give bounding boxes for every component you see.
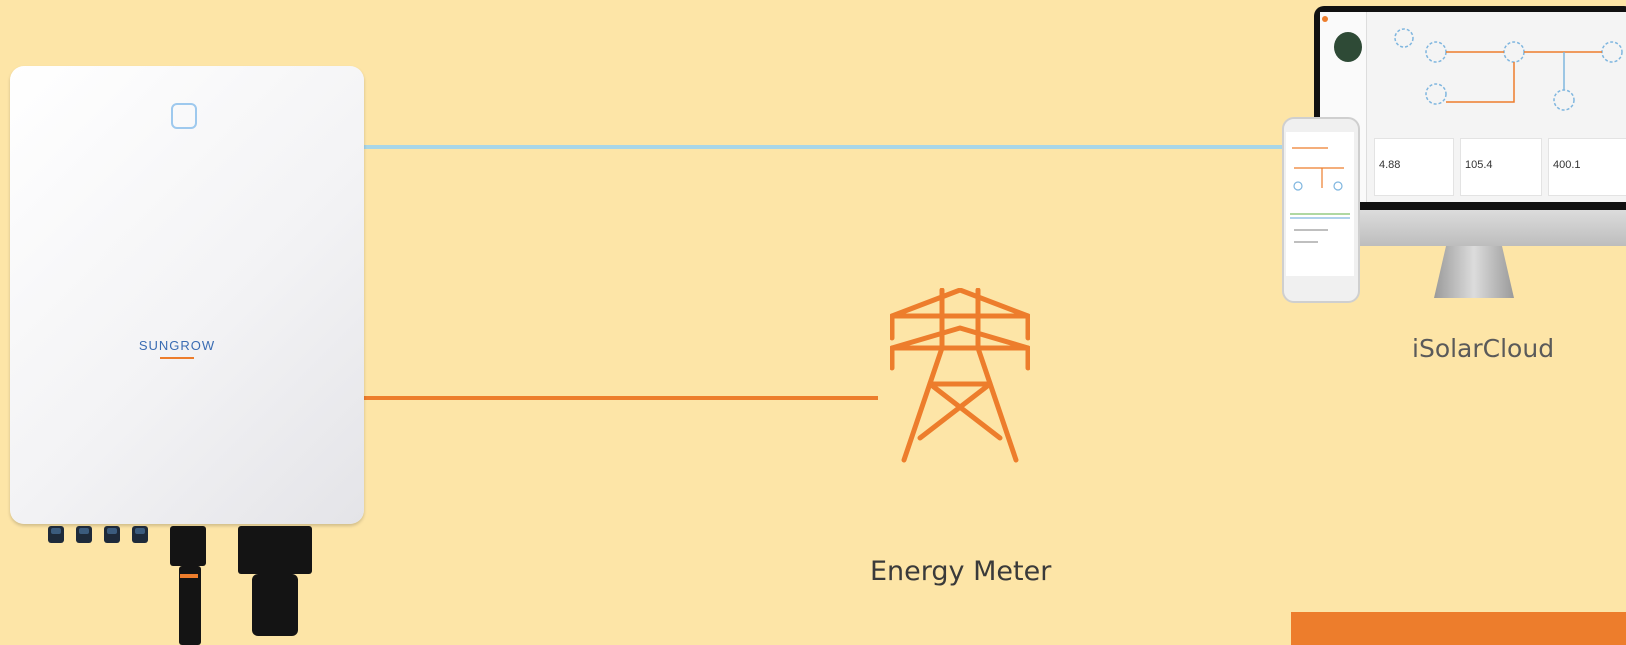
phone-app-content [1290,147,1350,243]
communication-line [360,145,1290,149]
corner-accent-bar [1291,612,1626,645]
ac-connector-icon [238,526,312,574]
cable-gland-icon [48,526,64,543]
plant-avatar-icon [1334,32,1362,62]
cable-gland-icon [76,526,92,543]
kpi-card: 400.1 [1548,138,1626,196]
phone-screen [1286,132,1354,276]
brand-underline [160,357,194,359]
monitor-chin [1314,210,1626,246]
kpi-value: 105.4 [1465,159,1493,171]
dongle-connector-icon [170,526,206,566]
inverter-body [10,66,364,524]
energy-flow-diagram [1394,28,1623,111]
logo-icon [1322,16,1328,22]
dongle-ring [180,574,198,578]
transmission-tower-icon [890,288,1030,463]
kpi-card: 4.88 [1374,138,1454,196]
kpi-value: 400.1 [1553,159,1581,171]
inverter-brand: SUNGROW [138,338,216,353]
grid-connection-line [360,396,878,400]
monitor-stand [1434,246,1514,298]
status-led-icon [171,103,197,129]
kpi-value: 4.88 [1379,159,1401,171]
energy-meter-label: Energy Meter [870,556,1052,587]
ac-cable-gland-icon [252,574,298,636]
isolarcloud-label: iSolarCloud [1412,334,1555,363]
kpi-card: 105.4 [1460,138,1542,196]
dongle-cable-icon [179,566,201,645]
cable-gland-icon [132,526,148,543]
cable-gland-icon [104,526,120,543]
